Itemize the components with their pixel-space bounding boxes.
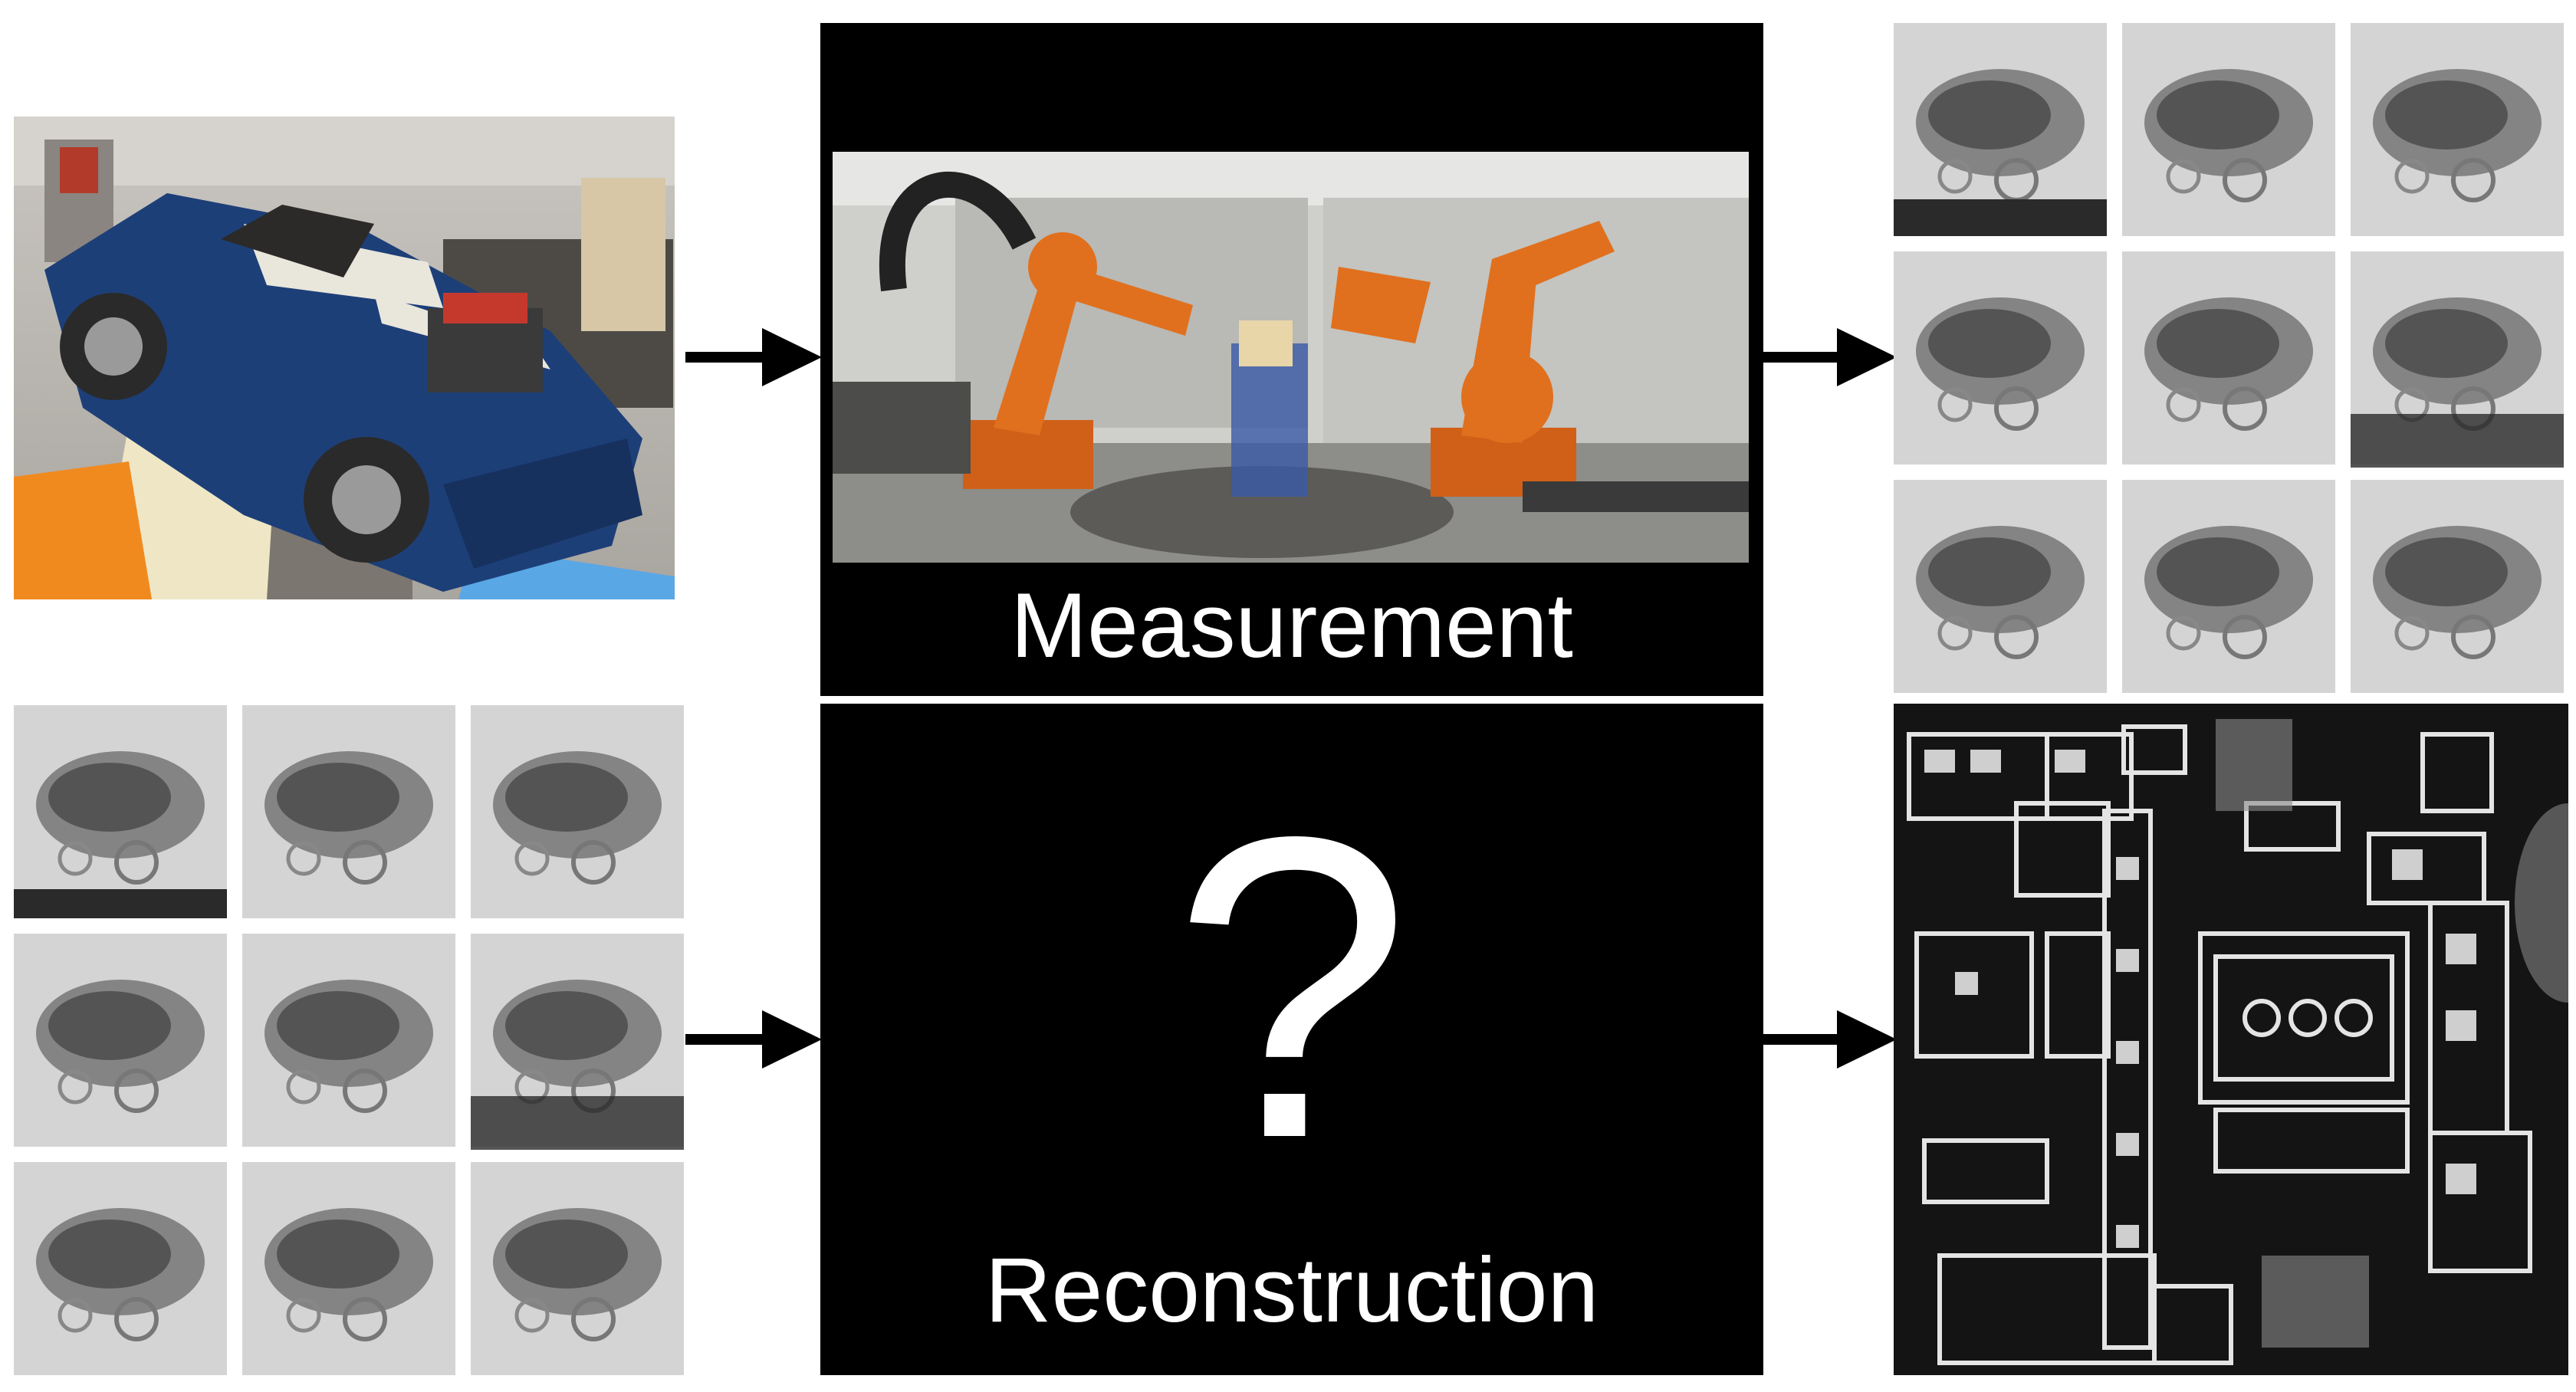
measurement-box: Measurement [820, 23, 1763, 696]
projection-grid-bottom [14, 705, 688, 1378]
ct-slice-image [1894, 704, 2568, 1375]
arrow-right-icon [685, 327, 823, 388]
reconstruction-box: ? Reconstruction [820, 704, 1763, 1375]
measurement-label: Measurement [1010, 574, 1573, 677]
reconstruction-label: Reconstruction [984, 1239, 1599, 1341]
projection-grid-top [1894, 23, 2576, 696]
arrow-right-icon [1760, 327, 1898, 388]
question-mark-icon: ? [1172, 747, 1411, 1227]
robot-lab-photo [833, 152, 1749, 563]
arrow-right-icon [685, 1009, 823, 1070]
lego-car-photo [14, 117, 675, 599]
arrow-right-icon [1760, 1009, 1898, 1070]
